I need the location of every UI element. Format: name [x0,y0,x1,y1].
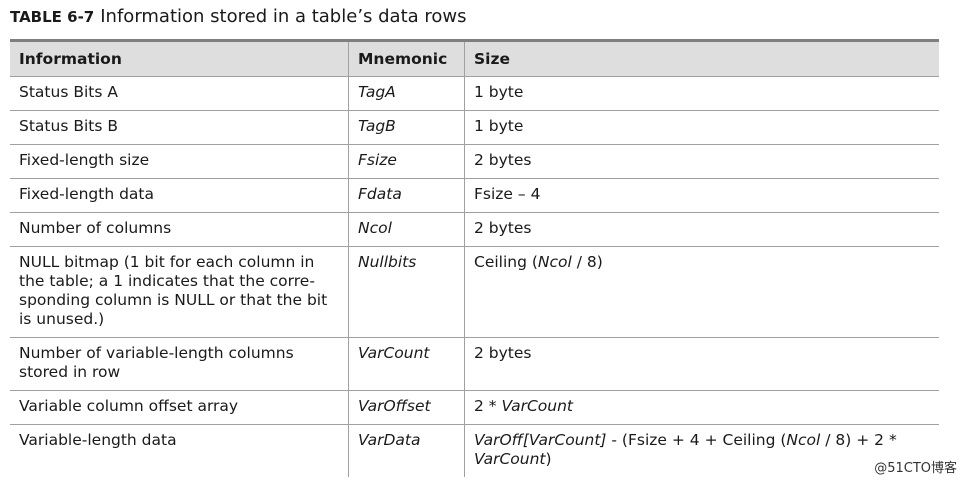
info-line: stored in row [19,363,121,381]
size-text: 2 * [474,397,502,415]
column-header-information: Information [10,39,349,77]
info-cell: Variable-length data [19,431,177,449]
info-line: the table; a 1 indicates that the corre- [19,272,315,290]
mnemonic-cell: VarOffset [348,390,465,425]
info-cell: Status Bits A [10,76,349,111]
size-text: - (Fsize + 4 + Ceiling ( [606,431,787,449]
table-title: Information stored in a table’s data row… [100,6,467,27]
column-header-mnemonic: Mnemonic [348,39,465,77]
size-cell: 2 bytes [464,212,939,247]
size-text-italic: VarOff[VarCount] [474,431,607,449]
size-text-italic: VarCount [501,397,573,415]
size-cell: 2 bytes [464,337,939,391]
mnemonic-cell: Ncol [348,212,465,247]
size-text: / 8) + 2 * [820,431,897,449]
info-line: NULL bitmap (1 bit for each column in [19,253,315,271]
info-cell: NULL bitmap (1 bit for each column in th… [10,246,349,338]
info-cell: Status Bits B [10,110,349,145]
size-cell: 1 byte [464,110,939,145]
data-rows-table: Information Mnemonic Size Status Bits A … [10,39,939,477]
info-cell: Number of columns [10,212,349,247]
size-cell: 1 byte [464,76,939,111]
info-cell: Fixed-length size [10,144,349,179]
mnemonic-cell: Fsize [348,144,465,179]
info-line: is unused.) [19,310,105,328]
info-cell: Number of variable-length columns stored… [10,337,349,391]
table-row: Number of columns Ncol 2 bytes [10,212,939,247]
mnemonic-cell: Nullbits [348,246,465,338]
table-row: Variable-length data VarData VarOff[VarC… [10,424,939,477]
size-text-italic: Ncol [537,253,572,271]
header-row: Information Mnemonic Size [10,39,939,77]
size-text-italic: Ncol [786,431,821,449]
column-header-size: Size [464,39,939,77]
table-row: Fixed-length size Fsize 2 bytes [10,144,939,179]
mnemonic-cell: TagB [348,110,465,145]
table-row: Status Bits A TagA 1 byte [10,76,939,111]
mnemonic-cell: VarCount [348,337,465,391]
size-cell: VarOff[VarCount] - (Fsize + 4 + Ceiling … [464,424,939,477]
info-cell: Fixed-length data [10,178,349,213]
table-row: Fixed-length data Fdata Fsize – 4 [10,178,939,213]
table-row: NULL bitmap (1 bit for each column in th… [10,246,939,338]
mnemonic-cell: Fdata [348,178,465,213]
mnemonic-cell: VarData [348,424,465,477]
table-caption: TABLE 6-7 Information stored in a table’s… [10,6,467,28]
table-row: Number of variable-length columns stored… [10,337,939,391]
size-text: / 8) [571,253,603,271]
table-row: Status Bits B TagB 1 byte [10,110,939,145]
size-text-italic: VarCount [474,450,546,468]
size-cell: Fsize – 4 [464,178,939,213]
size-cell: Ceiling (Ncol / 8) [464,246,939,338]
mnemonic-cell: TagA [348,76,465,111]
size-text: Ceiling ( [474,253,538,271]
info-line: Number of variable-length columns [19,344,294,362]
size-cell: 2 * VarCount [464,390,939,425]
size-cell: 2 bytes [464,144,939,179]
size-text: ) [545,450,552,468]
info-line: sponding column is NULL or that the bit [19,291,328,309]
watermark-text: @51CTO博客 [874,461,957,476]
table-row: Variable column offset array VarOffset 2… [10,390,939,425]
info-cell: Variable column offset array [10,390,349,425]
table-number: TABLE 6-7 [10,8,95,26]
